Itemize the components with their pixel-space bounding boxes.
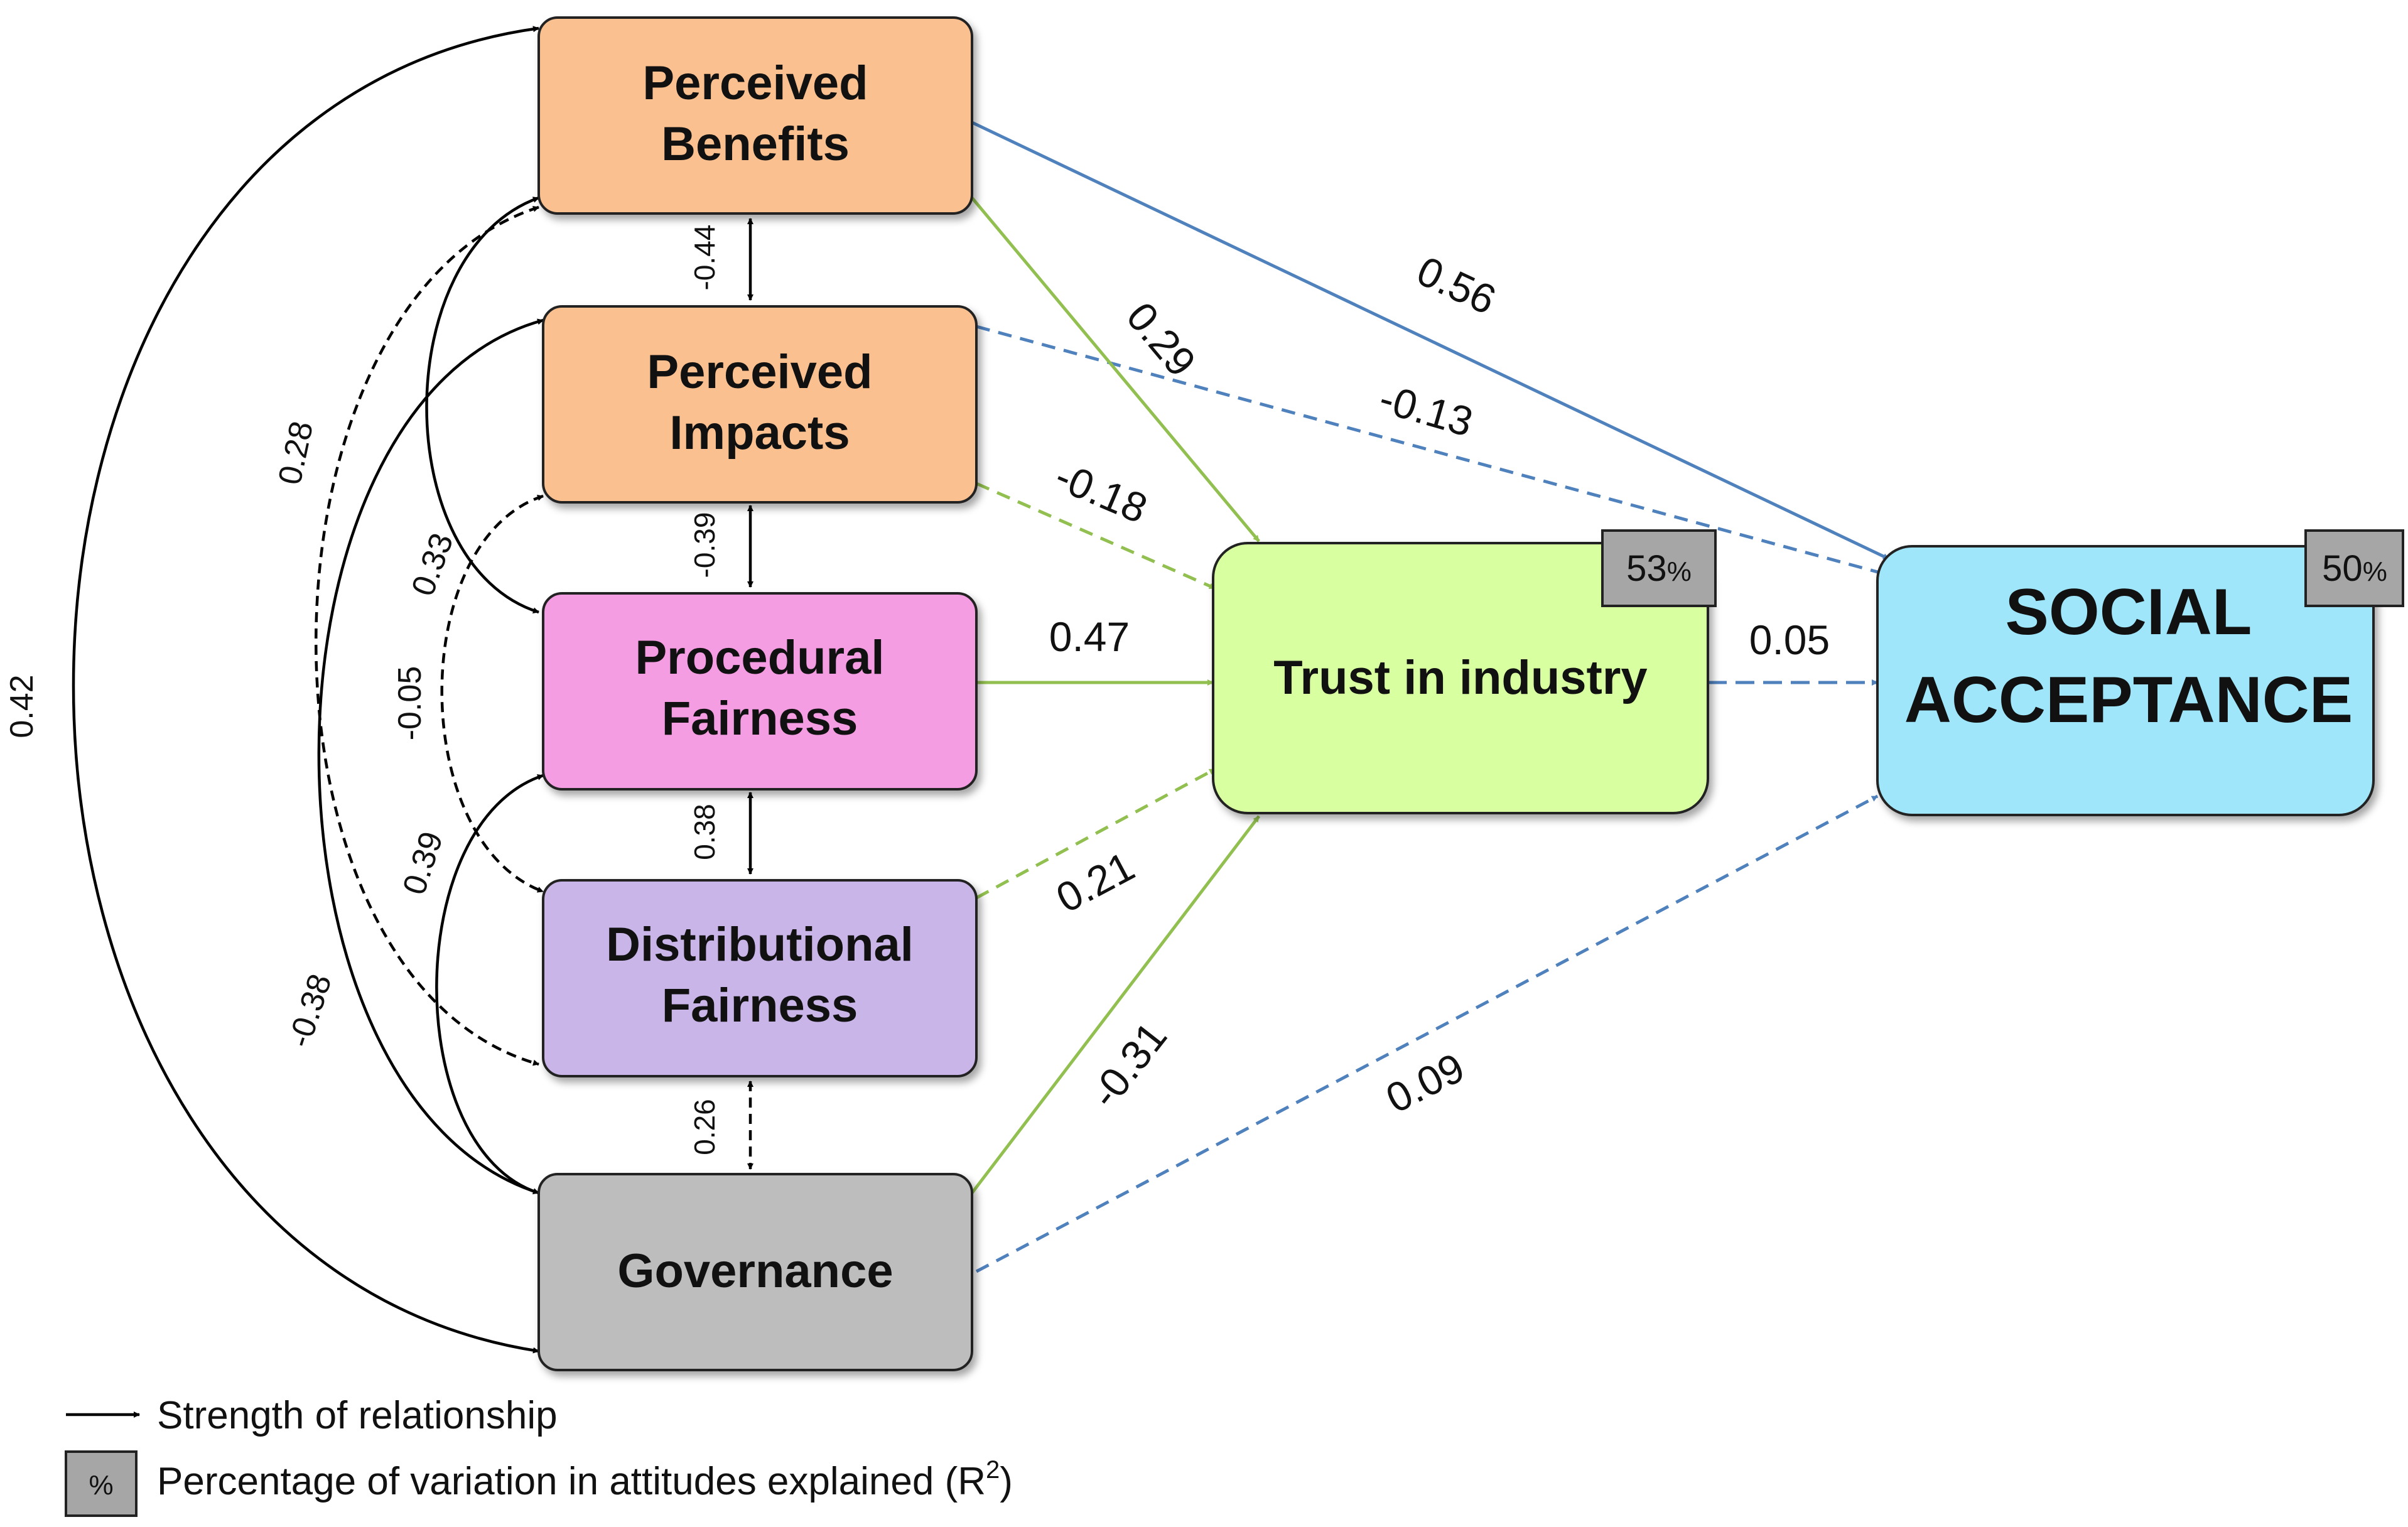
coef-distributional-trust: 0.21	[1049, 843, 1142, 922]
node-procedural-fairness: Procedural Fairness	[542, 592, 978, 790]
coef-benefits-trust: 0.29	[1118, 293, 1205, 385]
svg-text:Percentage of variation in att: Percentage of variation in attitudes exp…	[157, 1456, 1013, 1503]
distributional-fairness-label-2: Fairness	[662, 979, 858, 1032]
legend-r2-box-symbol: %	[89, 1470, 113, 1501]
coef-governance-trust: -0.31	[1081, 1013, 1175, 1116]
legend-r2-box: %	[65, 1450, 138, 1517]
coef-trust-social: 0.05	[1749, 617, 1830, 663]
corr-label-impacts-distributional: -0.05	[392, 666, 428, 741]
social-r2-value: 50	[2322, 548, 2363, 589]
legend-r2-sup: 2	[986, 1456, 1000, 1484]
node-governance: Governance	[537, 1173, 973, 1371]
arrow-governance-social	[975, 794, 1879, 1273]
corr-label-benefits-procedural: 0.33	[404, 529, 460, 601]
corr-label-benefits-impacts: -0.44	[688, 225, 721, 291]
arrow-benefits-social	[971, 121, 1890, 561]
arrow-impacts-trust	[975, 482, 1216, 590]
corr-benefits-distributional	[315, 205, 539, 1066]
arrow-benefits-trust	[971, 197, 1260, 542]
corr-label-impacts-procedural: -0.39	[688, 512, 721, 578]
coef-procedural-trust: 0.47	[1049, 613, 1130, 660]
corr-procedural-governance	[435, 774, 544, 1195]
arrow-governance-trust	[971, 815, 1260, 1194]
corr-impacts-distributional	[440, 494, 544, 893]
perceived-benefits-label-2: Benefits	[661, 117, 850, 171]
coef-impacts-trust: -0.18	[1049, 452, 1153, 532]
corr-label-benefits-distributional: 0.28	[271, 418, 320, 488]
social-acceptance-label-2: ACCEPTANCE	[1904, 664, 2353, 737]
perceived-impacts-label-1: Perceived	[647, 345, 872, 399]
social-acceptance-label-1: SOCIAL	[2006, 576, 2252, 649]
legend-r2-close: )	[1000, 1460, 1013, 1503]
correlation-arrows	[72, 26, 753, 1354]
trust-r2-badge: 53%	[1601, 529, 1717, 607]
corr-label-impacts-governance: -0.38	[281, 969, 339, 1052]
coef-benefits-social: 0.56	[1410, 247, 1503, 323]
node-social-acceptance: SOCIAL ACCEPTANCE 50%	[1876, 529, 2404, 816]
corr-label-benefits-governance: 0.42	[4, 674, 40, 738]
corr-label-procedural-distributional: 0.38	[688, 804, 721, 860]
node-perceived-benefits: Perceived Benefits	[537, 16, 973, 215]
procedural-fairness-label-1: Procedural	[635, 631, 884, 684]
legend: Strength of relationship % Percentage of…	[65, 1394, 1013, 1517]
path-arrows	[971, 121, 1890, 1273]
coef-impacts-social: -0.13	[1374, 375, 1478, 446]
trust-r2-value: 53	[1626, 548, 1667, 589]
perceived-benefits-label-1: Perceived	[642, 57, 868, 110]
procedural-fairness-label-2: Fairness	[662, 692, 858, 745]
legend-arrow-label: Strength of relationship	[157, 1394, 558, 1437]
governance-label: Governance	[617, 1244, 893, 1298]
coef-governance-social: 0.09	[1379, 1044, 1472, 1121]
node-trust-in-industry: Trust in industry 53%	[1212, 529, 1717, 814]
distributional-fairness-label-1: Distributional	[606, 918, 914, 971]
social-r2-badge: 50%	[2304, 529, 2404, 607]
corr-benefits-procedural	[425, 196, 539, 614]
perceived-impacts-label-2: Impacts	[669, 406, 850, 460]
svg-text:53%: 53%	[1626, 548, 1692, 589]
corr-impacts-governance	[317, 318, 544, 1195]
node-perceived-impacts: Perceived Impacts	[542, 305, 978, 504]
social-r2-unit: %	[2363, 556, 2387, 587]
corr-label-distributional-governance: 0.26	[688, 1099, 721, 1155]
legend-r2-label: Percentage of variation in attitudes exp…	[157, 1460, 986, 1503]
trust-r2-unit: %	[1667, 556, 1692, 587]
arrow-impacts-social	[976, 325, 1887, 576]
node-distributional-fairness: Distributional Fairness	[542, 879, 978, 1077]
trust-label: Trust in industry	[1273, 651, 1647, 704]
corr-label-procedural-governance: 0.39	[396, 828, 450, 899]
svg-text:50%: 50%	[2322, 548, 2387, 589]
corr-benefits-governance	[72, 26, 539, 1354]
